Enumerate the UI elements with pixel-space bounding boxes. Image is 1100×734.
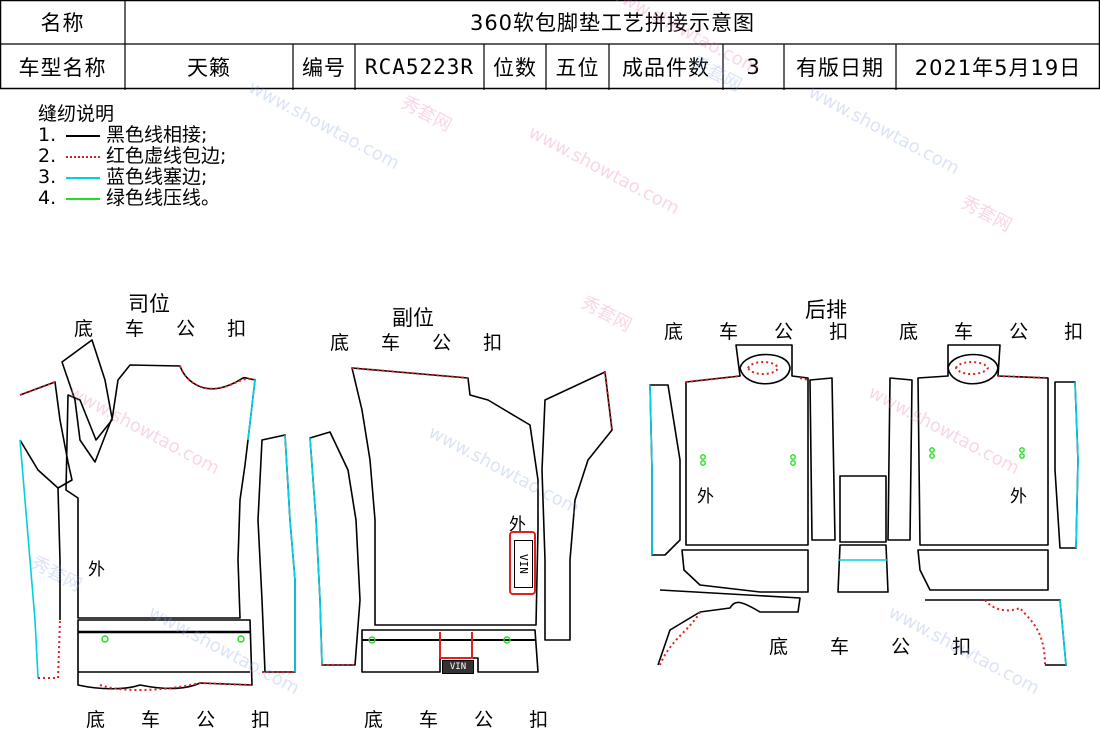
model-value: 天籁: [187, 56, 231, 80]
bottom-buckle-label: 底 车 公 扣: [364, 709, 551, 731]
note-item-3: 3. 蓝色线塞边;: [38, 167, 226, 188]
passenger-heel-pad: [361, 629, 539, 673]
driver-right-strip: [257, 434, 296, 673]
driver-heel-pad: [77, 619, 253, 692]
vin-badge-vertical: VIN: [514, 540, 533, 588]
model-label: 车型名称: [18, 56, 107, 80]
notes-title: 缝纫说明: [38, 103, 115, 125]
section-passenger-title: 副位: [392, 306, 434, 330]
seat-label: 位数: [493, 56, 537, 80]
driver-small-flap: [61, 339, 113, 463]
bottom-buckle-label: 底 车 公 扣: [899, 321, 1086, 343]
section-driver-title: 司位: [128, 292, 170, 316]
rear-inner-strips: [809, 377, 913, 541]
black-line-swatch: [66, 134, 100, 137]
note-num: 3.: [38, 166, 57, 188]
driver-left-side-piece: [19, 381, 73, 679]
name-label: 名称: [40, 11, 85, 35]
note-num: 1.: [38, 124, 57, 146]
note-text: 蓝色线塞边;: [106, 166, 208, 188]
pieces-label: 成品件数: [622, 56, 710, 80]
outer-label: 外: [1010, 487, 1027, 507]
note-num: 2.: [38, 145, 57, 167]
rear-left-main-piece: [685, 344, 809, 546]
note-num: 4.: [38, 187, 57, 209]
bottom-buckle-label: 底 车 公 扣: [74, 318, 249, 340]
section-rear-title: 后排: [805, 298, 847, 322]
outer-label: 外: [509, 515, 526, 535]
note-text: 绿色线压线。: [106, 187, 221, 209]
cyan-line-swatch: [66, 176, 100, 179]
sewing-notes: 缝纫说明 1. 黑色线相接; 2. 红色虚线包边; 3. 蓝色线塞边; 4. 绿…: [38, 104, 226, 209]
note-item-4: 4. 绿色线压线。: [38, 188, 226, 209]
driver-main-piece: [65, 364, 256, 619]
code-value: RCA5223R: [364, 55, 475, 79]
rear-center-connector: [837, 475, 889, 593]
code-label: 编号: [302, 56, 346, 80]
outer-label: 外: [697, 487, 714, 507]
vin-badge-horizontal: VIN: [442, 660, 474, 674]
note-text: 红色虚线包边;: [106, 145, 227, 167]
red-dotted-swatch: [66, 155, 100, 158]
bottom-buckle-label: 底 车 公 扣: [86, 709, 273, 731]
rear-lower-left-pad: [657, 549, 809, 666]
rear-right-main-piece: [917, 344, 1049, 546]
seat-value: 五位: [555, 56, 600, 80]
date-label: 有版日期: [796, 56, 884, 80]
passenger-main-piece: [351, 367, 539, 626]
rear-lower-right-pad: [917, 549, 1067, 666]
bottom-buckle-label: 底 车 公 扣: [664, 321, 851, 343]
bottom-buckle-label: 底 车 公 扣: [769, 636, 974, 658]
page-title: 360软包脚垫工艺拼接示意图: [469, 11, 756, 35]
rear-left-strip: [649, 384, 681, 556]
note-item-1: 1. 黑色线相接;: [38, 125, 226, 146]
bottom-buckle-label: 底 车 公 扣: [330, 332, 505, 354]
green-line-swatch: [66, 197, 100, 200]
date-value: 2021年5月19日: [914, 56, 1082, 80]
note-item-2: 2. 红色虚线包边;: [38, 146, 226, 167]
outer-label: 外: [88, 560, 105, 580]
passenger-right-strip: [541, 371, 613, 641]
rear-right-strip: [1054, 381, 1079, 549]
note-text: 黑色线相接;: [106, 124, 208, 146]
pieces-value: 3: [746, 55, 761, 79]
passenger-left-strip: [309, 431, 361, 666]
